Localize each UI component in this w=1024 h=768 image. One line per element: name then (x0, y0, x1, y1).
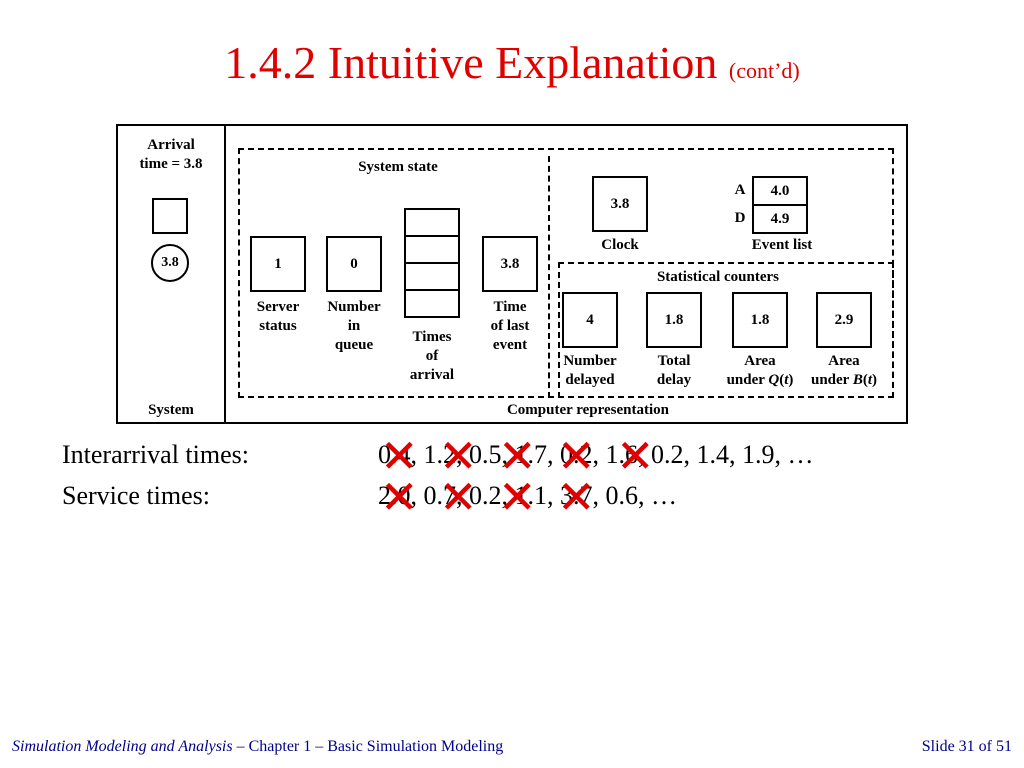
area-under-q-label: Area under Q(t) (726, 353, 794, 388)
service-label: Service times: (62, 481, 211, 510)
title-suffix: (cont’d) (728, 58, 800, 83)
number-delayed-label: Number delayed (563, 353, 617, 388)
cross-icon: ✕ (557, 429, 596, 483)
arrival-label: Arrival time = 3.8 (139, 137, 203, 172)
times-of-arrival-label: Times of arrival (409, 329, 455, 383)
event-list-label: Event list (751, 237, 813, 253)
area-under-b-box: 2.9 (816, 292, 872, 348)
system-divider (224, 126, 226, 422)
service-values: 2.0, 0.7, 0.2, 1.1, 3.7, 0.6, … (378, 481, 677, 510)
time-of-last-event-label: Time of last event (490, 299, 530, 353)
cross-icon: ✕ (380, 470, 419, 524)
clock-box: 3.8 (592, 176, 648, 232)
area-under-b-label: Area under B(t) (810, 353, 877, 388)
simulation-diagram: Arrival time = 3.8 3.8 System System sta… (116, 124, 908, 424)
arrival-customer-circle: 3.8 (151, 244, 189, 282)
queue-slot (404, 289, 460, 318)
queue-slot (404, 235, 460, 264)
arrival-square (152, 198, 188, 234)
cross-icon: ✕ (439, 429, 478, 483)
interarrival-label: Interarrival times: (62, 440, 249, 469)
interarrival-values: 0.4, 1.2, 0.5, 1.7, 0.2, 1.6, 0.2, 1.4, … (378, 440, 814, 469)
slide-title: 1.4.2 Intuitive Explanation (cont’d) (0, 36, 1024, 89)
statistical-counters-label: Statistical counters (656, 269, 780, 285)
event-d-label: D (734, 210, 746, 226)
system-label: System (148, 402, 194, 418)
cross-icon: ✕ (380, 429, 419, 483)
computer-representation-label: Computer representation (506, 402, 670, 418)
number-in-queue-label: Number in queue (327, 299, 381, 353)
cross-icon: ✕ (439, 470, 478, 524)
event-d-box: 4.9 (752, 204, 808, 234)
area-under-q-box: 1.8 (732, 292, 788, 348)
queue-slot (404, 208, 460, 237)
cross-icon: ✕ (498, 429, 537, 483)
event-a-label: A (734, 182, 746, 198)
cross-icon: ✕ (498, 470, 537, 524)
number-in-queue-box: 0 (326, 236, 382, 292)
footer-slide-number: Slide 31 of 51 (921, 738, 1012, 755)
server-status-label: Server status (256, 299, 300, 334)
statistical-counters-box (558, 262, 894, 398)
system-state-label: System state (358, 159, 438, 175)
event-a-box: 4.0 (752, 176, 808, 206)
clock-label: Clock (601, 237, 639, 253)
queue-slot (404, 262, 460, 291)
total-delay-box: 1.8 (646, 292, 702, 348)
title-main: 1.4.2 Intuitive Explanation (224, 37, 718, 88)
time-of-last-event-box: 3.8 (482, 236, 538, 292)
system-state-divider (548, 156, 550, 398)
number-delayed-box: 4 (562, 292, 618, 348)
cross-icon: ✕ (616, 429, 655, 483)
cross-icon: ✕ (557, 470, 596, 524)
footer-book: Simulation Modeling and Analysis – Chapt… (12, 738, 504, 755)
server-status-box: 1 (250, 236, 306, 292)
total-delay-label: Total delay (656, 353, 692, 388)
